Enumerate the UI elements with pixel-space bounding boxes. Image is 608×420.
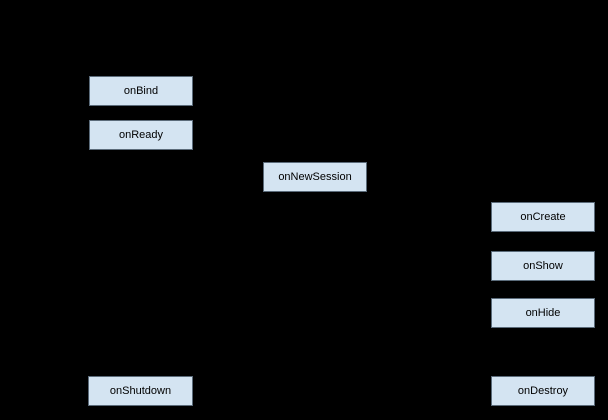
node-oncreate: onCreate: [491, 202, 595, 232]
node-onshow: onShow: [491, 251, 595, 281]
node-onready: onReady: [89, 120, 193, 150]
node-onhide: onHide: [491, 298, 595, 328]
node-onshutdown: onShutdown: [88, 376, 193, 406]
node-onnewsession: onNewSession: [263, 162, 367, 192]
node-onbind: onBind: [89, 76, 193, 106]
node-ondestroy: onDestroy: [491, 376, 595, 406]
